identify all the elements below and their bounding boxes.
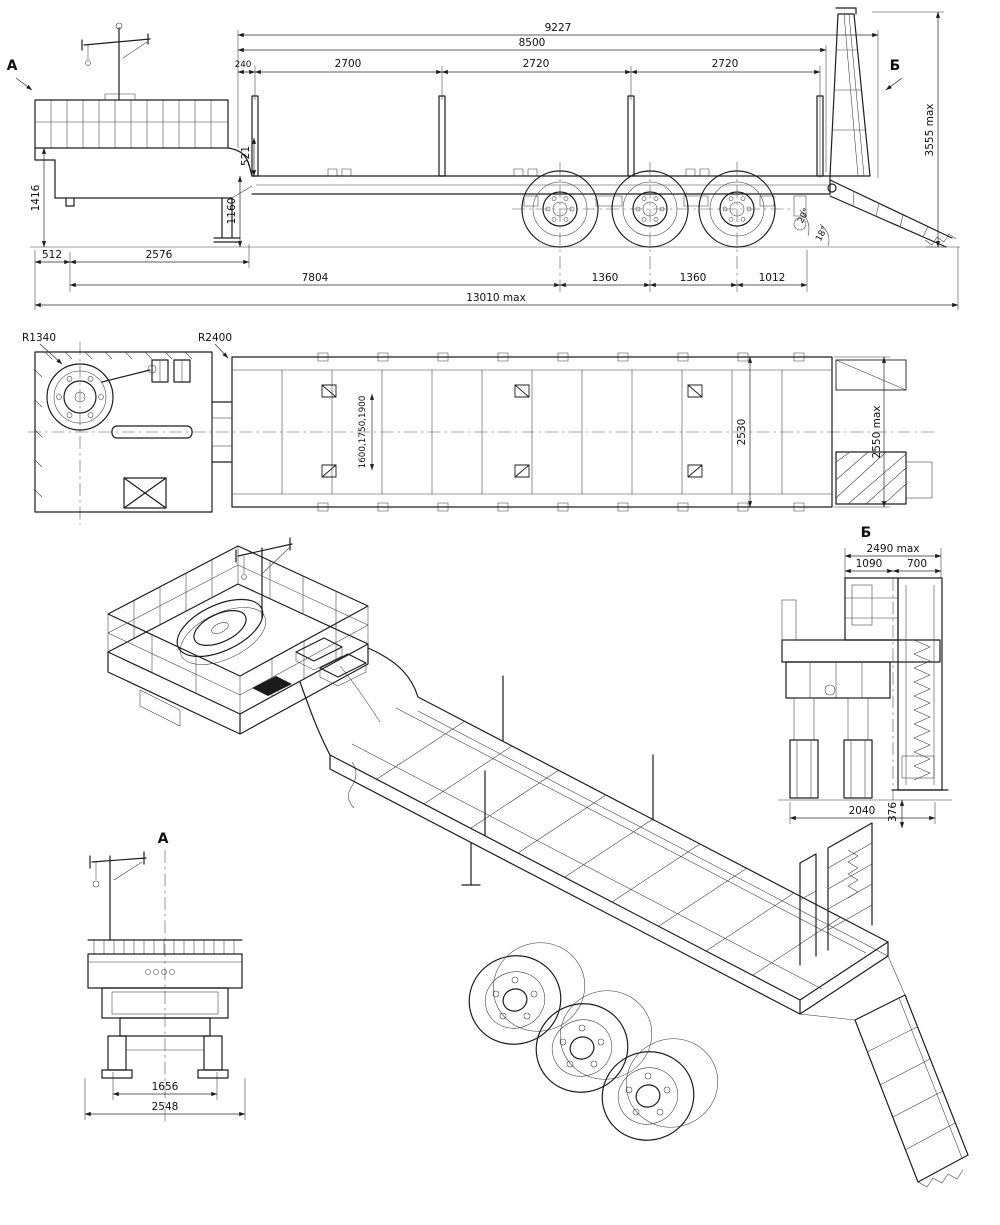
- dim-1090: 1090: [856, 558, 883, 570]
- plan-dimensions: R1340 R2400 2530 2550 max 1600,1750,1900: [22, 332, 890, 508]
- dim-13010-max: 13010 max: [466, 292, 526, 304]
- dim-700: 700: [907, 558, 927, 570]
- dim-stake-widths: 1600,1750,1900: [358, 395, 368, 468]
- dim-2548: 2548: [152, 1101, 179, 1113]
- iso-deck: [329, 675, 889, 1015]
- dim-1416: 1416: [30, 184, 42, 211]
- dim-8500: 8500: [519, 37, 546, 49]
- view-marker-a: А: [7, 58, 18, 74]
- plan-platform: [231, 352, 833, 512]
- view-marker-b: Б: [890, 58, 901, 74]
- iso-wheel-3: [601, 1038, 719, 1141]
- front-body: [87, 851, 243, 1079]
- iso-crane: [235, 537, 293, 619]
- dim-1360-b: 1360: [680, 272, 707, 284]
- isometric-view: [107, 537, 969, 1188]
- side-deck: [251, 95, 831, 231]
- dim-7804: 7804: [302, 272, 329, 284]
- dim-9227: 9227: [545, 22, 572, 34]
- side-gooseneck-platform: [34, 99, 253, 243]
- iso-wheel-2: [535, 990, 653, 1093]
- angle-20: 20°: [796, 207, 812, 225]
- dim-1160: 1160: [226, 198, 238, 225]
- plan-gooseneck: [34, 351, 233, 513]
- dim-2040: 2040: [849, 805, 876, 817]
- dim-2720-a: 2720: [523, 58, 550, 70]
- dim-512: 512: [42, 249, 62, 261]
- side-ramp: [799, 179, 957, 248]
- dim-2700: 2700: [335, 58, 362, 70]
- side-dimensions: 9227 8500 240 2700 2720 2720 А Б 3555 ma…: [7, 11, 959, 310]
- iso-rear-gantry: [799, 822, 873, 966]
- angle-18: 18°: [814, 225, 830, 243]
- side-rear-gantry: [829, 7, 871, 177]
- iso-wheels: [468, 942, 719, 1141]
- radius-r2400: R2400: [198, 332, 232, 344]
- front-view-label: А: [158, 831, 169, 847]
- rear-dimensions: Б 2490 max 1090 700 2040 376: [789, 525, 942, 829]
- crane-davit: [81, 22, 151, 101]
- dim-1360-a: 1360: [592, 272, 619, 284]
- iso-ramp: [799, 955, 969, 1188]
- radius-r1340: R1340: [22, 332, 56, 344]
- rear-view-label: Б: [861, 525, 872, 541]
- dim-2720-b: 2720: [712, 58, 739, 70]
- side-wheels: [512, 162, 790, 292]
- dim-2530: 2530: [736, 419, 748, 446]
- rear-view: Б 2490 max 1090 700 2040 376: [778, 525, 952, 829]
- dim-1656: 1656: [152, 1081, 179, 1093]
- dim-2550-max: 2550 max: [871, 406, 883, 459]
- plan-spare-wheel: [46, 363, 157, 431]
- iso-gooseneck: [107, 537, 369, 735]
- dim-2576: 2576: [146, 249, 173, 261]
- side-view: 9227 8500 240 2700 2720 2720 А Б 3555 ma…: [7, 7, 960, 310]
- front-dimensions: А 1656 2548: [84, 831, 246, 1120]
- front-view: А 1656 2548: [84, 831, 246, 1122]
- plan-view: R1340 R2400 2530 2550 max 1600,1750,1900: [22, 332, 935, 525]
- dim-240: 240: [235, 60, 252, 70]
- iso-neck: [299, 647, 419, 809]
- dim-376: 376: [887, 802, 899, 822]
- dim-1012: 1012: [759, 272, 786, 284]
- rear-body: [778, 577, 952, 801]
- iso-wheel-1: [468, 942, 586, 1045]
- dim-2490-max: 2490 max: [867, 543, 920, 555]
- iso-spare-wheel: [176, 598, 267, 665]
- dim-521: 521: [240, 146, 252, 166]
- dim-3555-max: 3555 max: [924, 104, 936, 157]
